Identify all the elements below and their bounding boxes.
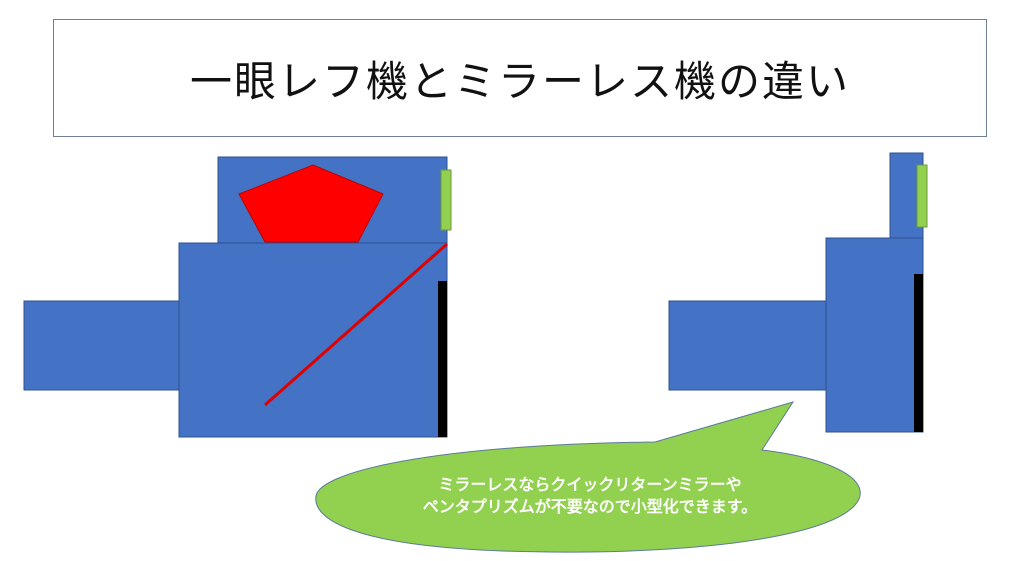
quick-return-mirror (264, 242, 448, 407)
dslr-camera (23, 156, 452, 438)
dslr-viewfinder (440, 169, 452, 231)
dslr-body (178, 242, 448, 438)
mirrorless-image-sensor (914, 274, 923, 432)
callout-line-2: ペンタプリズムが不要なので小型化できます。 (422, 497, 758, 516)
mirrorless-viewfinder (916, 164, 928, 228)
mirrorless-lens (668, 300, 827, 391)
mirrorless-body (825, 237, 924, 433)
title-box: 一眼レフ機とミラーレス機の違い (53, 19, 987, 137)
dslr-image-sensor (438, 281, 447, 437)
mirrorless-camera (668, 152, 928, 433)
dslr-lens (23, 300, 181, 391)
pentaprism (238, 164, 384, 243)
page-title: 一眼レフ機とミラーレス機の違い (189, 56, 850, 106)
callout-line-1: ミラーレスならクイックリターンミラーや (438, 475, 742, 494)
callout-text: ミラーレスならクイックリターンミラーや ペンタプリズムが不要なので小型化できます… (360, 474, 820, 518)
callout-bubble (315, 401, 861, 553)
